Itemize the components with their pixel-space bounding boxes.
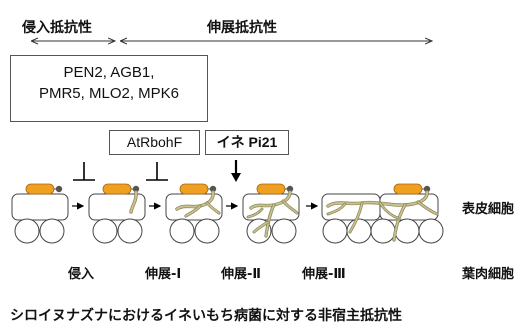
spore-5 — [393, 183, 431, 195]
gene-list-box: PEN2, AGB1, PMR5, MLO2, MPK6 — [10, 55, 208, 122]
figure-caption: シロイヌナズナにおけるイネいもち病菌に対する非宿主抵抗性 — [10, 308, 402, 324]
stage-3-cells — [165, 193, 223, 244]
stage-4-cells — [242, 193, 300, 244]
hyphae-5 — [326, 190, 439, 242]
pi21-down-arrow — [231, 160, 241, 182]
spore-4 — [256, 183, 294, 195]
epidermis-label: 表皮細胞 — [462, 202, 515, 217]
pi21-box: イネ Pi21 — [205, 130, 289, 155]
stage-5-cells — [321, 193, 444, 244]
stage-label-extension-3: 伸展-Ⅲ — [302, 267, 346, 282]
hyphae-4 — [246, 190, 299, 238]
spore-1 — [25, 183, 63, 195]
atrbohf-label: AtRbohF — [126, 134, 183, 150]
stage-2-cells — [88, 193, 146, 244]
mesophyll-label: 葉肉細胞 — [462, 267, 515, 282]
stage-1-cells — [11, 193, 69, 244]
hyphae-3 — [175, 190, 221, 218]
inhibition-symbol-2 — [146, 162, 168, 181]
stage-label-penetration: 侵入 — [68, 267, 95, 282]
inhibition-symbol-1 — [73, 162, 95, 181]
gene-list-line-1: PEN2, AGB1, — [63, 64, 155, 81]
spore-2 — [102, 183, 140, 195]
gene-list-line-2: PMR5, MLO2, MPK6 — [38, 85, 180, 102]
spore-3 — [179, 183, 217, 195]
extension-resistance-label: 伸展抵抗性 — [207, 20, 277, 36]
pi21-label: イネ Pi21 — [216, 134, 278, 150]
atrbohf-box: AtRbohF — [109, 130, 200, 155]
penetration-resistance-label: 侵入抵抗性 — [22, 20, 92, 36]
stage-label-extension-1: 伸展-Ⅰ — [145, 267, 182, 282]
stage-label-extension-2: 伸展-Ⅱ — [221, 267, 261, 282]
